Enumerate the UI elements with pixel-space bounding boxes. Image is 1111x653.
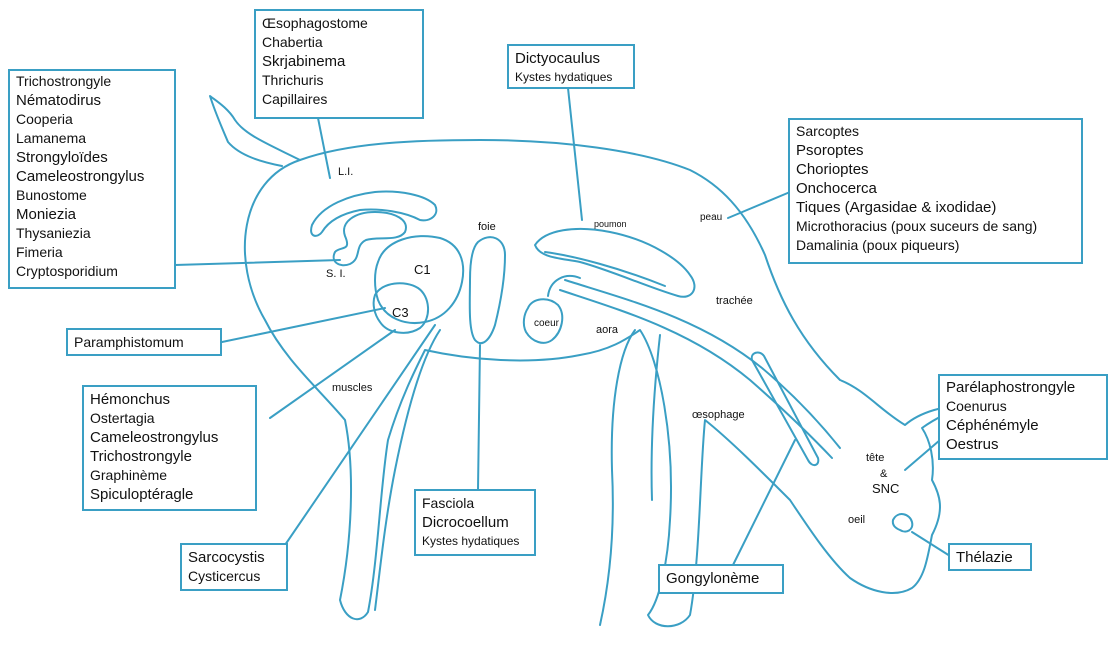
leader-tete bbox=[905, 440, 940, 470]
box-esophag-item-3: Thrichuris bbox=[262, 71, 416, 90]
box-thelazie: Thélazie bbox=[948, 543, 1032, 571]
box-peau-item-6: Damalinia (poux piqueurs) bbox=[796, 236, 1075, 255]
box-esophag-item-2: Skrjabinema bbox=[262, 52, 416, 71]
leader-poumon bbox=[568, 88, 582, 220]
box-oesophage-item-0: Gongylonème bbox=[666, 569, 776, 588]
box-intestin-item-5: Cameleostrongylus bbox=[16, 167, 168, 186]
label-si: S. I. bbox=[326, 268, 346, 280]
box-intestin-item-8: Thysaniezia bbox=[16, 224, 168, 243]
label-snc: SNC bbox=[872, 481, 899, 496]
box-muscles-item-0: Sarcocystis bbox=[188, 548, 280, 567]
label-c1: C1 bbox=[414, 262, 431, 277]
box-intestin-item-0: Trichostrongyle bbox=[16, 72, 168, 91]
box-peau-item-5: Microthoracius (poux suceurs de sang) bbox=[796, 217, 1075, 236]
box-esophag-item-1: Chabertia bbox=[262, 33, 416, 52]
leader-peau bbox=[728, 192, 790, 218]
box-foie-item-1: Dicrocoellum bbox=[422, 513, 528, 532]
label-trachee: trachée bbox=[716, 295, 753, 307]
label-amp: & bbox=[880, 468, 887, 480]
box-esophag-item-0: Œsophagostome bbox=[262, 14, 416, 33]
box-intestin: Trichostrongyle Nématodirus Cooperia Lam… bbox=[8, 69, 176, 289]
box-foie: Fasciola Dicrocoellum Kystes hydatiques bbox=[414, 489, 536, 556]
box-intestin-item-6: Bunostome bbox=[16, 186, 168, 205]
label-coeur: coeur bbox=[534, 318, 559, 329]
sheep-front-leg bbox=[600, 330, 635, 625]
box-peau-item-2: Chorioptes bbox=[796, 160, 1075, 179]
box-caillette-item-1: Ostertagia bbox=[90, 409, 249, 428]
leader-intestin bbox=[175, 260, 340, 265]
box-intestin-item-7: Moniezia bbox=[16, 205, 168, 224]
label-oeil: oeil bbox=[848, 514, 865, 526]
label-foie: foie bbox=[478, 221, 496, 233]
leader-esophag bbox=[318, 118, 330, 178]
label-poumon: poumon bbox=[594, 219, 627, 229]
box-peau-item-3: Onchocerca bbox=[796, 179, 1075, 198]
box-esophagostome: Œsophagostome Chabertia Skrjabinema Thri… bbox=[254, 9, 424, 119]
box-intestin-item-1: Nématodirus bbox=[16, 91, 168, 110]
box-caillette-item-3: Trichostrongyle bbox=[90, 447, 249, 466]
box-esophag-item-4: Capillaires bbox=[262, 90, 416, 109]
box-foie-item-0: Fasciola bbox=[422, 494, 528, 513]
label-tete: tête bbox=[866, 452, 884, 464]
box-paramphistomum: Paramphistomum bbox=[66, 328, 222, 356]
leader-foie bbox=[478, 345, 480, 490]
large-intestine-shape bbox=[311, 192, 436, 236]
label-muscles: muscles bbox=[332, 382, 372, 394]
box-caillette-item-0: Hémonchus bbox=[90, 390, 249, 409]
box-tete-item-3: Oestrus bbox=[946, 435, 1100, 454]
box-tete-item-1: Coenurus bbox=[946, 397, 1100, 416]
box-intestin-item-9: Fimeria bbox=[16, 243, 168, 262]
label-li: L.I. bbox=[338, 166, 353, 178]
label-c3: C3 bbox=[392, 305, 409, 320]
box-foie-item-2: Kystes hydatiques bbox=[422, 532, 528, 551]
box-intestin-item-3: Lamanema bbox=[16, 129, 168, 148]
box-tete: Parélaphostrongyle Coenurus Céphénémyle … bbox=[938, 374, 1108, 460]
box-intestin-item-10: Cryptosporidium bbox=[16, 262, 168, 281]
aorta-shape bbox=[548, 276, 580, 296]
leader-muscles bbox=[285, 325, 435, 545]
box-peau-item-0: Sarcoptes bbox=[796, 122, 1075, 141]
leader-oesophage bbox=[733, 440, 795, 565]
label-peau: peau bbox=[700, 212, 722, 223]
leader-rumen bbox=[222, 308, 385, 342]
box-poumon-item-0: Dictyocaulus bbox=[515, 49, 627, 68]
oesophagus-tube bbox=[752, 353, 819, 466]
eye-shape bbox=[893, 514, 913, 532]
box-peau: Sarcoptes Psoroptes Chorioptes Onchocerc… bbox=[788, 118, 1083, 264]
box-intestin-item-2: Cooperia bbox=[16, 110, 168, 129]
box-muscles: Sarcocystis Cysticercus bbox=[180, 543, 288, 591]
lung-shape bbox=[535, 229, 694, 297]
box-tete-item-2: Céphénémyle bbox=[946, 416, 1100, 435]
box-peau-item-4: Tiques (Argasidae & ixodidae) bbox=[796, 198, 1075, 217]
box-tete-item-0: Parélaphostrongyle bbox=[946, 378, 1100, 397]
box-peau-item-1: Psoroptes bbox=[796, 141, 1075, 160]
liver-shape bbox=[470, 237, 505, 343]
box-gongylonema: Gongylonème bbox=[658, 564, 784, 594]
box-intestin-item-4: Strongyloïdes bbox=[16, 148, 168, 167]
box-caillette-item-4: Graphinème bbox=[90, 466, 249, 485]
box-caillette-item-2: Cameleostrongylus bbox=[90, 428, 249, 447]
box-poumon-item-1: Kystes hydatiques bbox=[515, 68, 627, 87]
box-caillette-item-5: Spiculoptéragle bbox=[90, 485, 249, 504]
box-rumen-item-0: Paramphistomum bbox=[74, 333, 214, 352]
small-intestine-shape bbox=[334, 212, 406, 265]
box-muscles-item-1: Cysticercus bbox=[188, 567, 280, 586]
box-oeil-item-0: Thélazie bbox=[956, 548, 1024, 567]
rumen-c1-shape bbox=[375, 236, 463, 323]
label-aora: aora bbox=[596, 324, 618, 336]
label-oesophage: œsophage bbox=[692, 409, 745, 421]
box-caillette: Hémonchus Ostertagia Cameleostrongylus T… bbox=[82, 385, 257, 511]
box-poumon: Dictyocaulus Kystes hydatiques bbox=[507, 44, 635, 89]
